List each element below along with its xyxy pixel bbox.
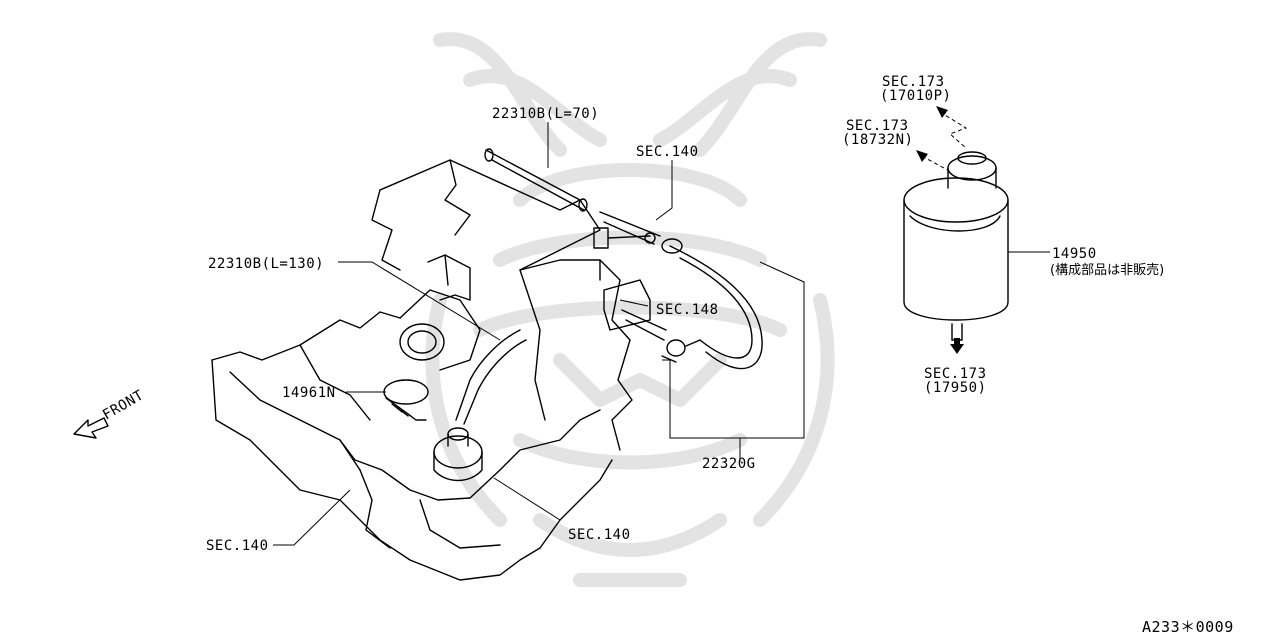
- arrow-18732n-icon: [916, 150, 928, 162]
- figure-code: A233＊0009: [1142, 618, 1234, 636]
- front-arrow-icon: [73, 417, 109, 439]
- hose-l70: [484, 148, 588, 212]
- label-sec140-low: SEC.140: [206, 538, 269, 554]
- label-sec148: SEC.148: [656, 302, 719, 318]
- sec148-valve: [603, 279, 667, 341]
- label-sec173-a-part: (17010P): [880, 88, 951, 104]
- label-sec173-b: SEC.173: [846, 118, 909, 134]
- label-hose-set: 22320G: [702, 456, 756, 472]
- clamp-14961n: [383, 379, 429, 421]
- leader-lines: [273, 122, 1050, 546]
- arrow-17010p-icon: [936, 106, 948, 118]
- label-sec173-c-part: (17950): [924, 380, 987, 396]
- label-hose-l70: 22310B(L=70): [492, 106, 599, 122]
- label-sec173-a: SEC.173: [882, 74, 945, 90]
- arrow-17950-icon: [950, 338, 964, 354]
- label-canister: 14950: [1052, 246, 1097, 262]
- canister-14950: [903, 151, 1009, 341]
- pipe-fitting: [593, 211, 661, 249]
- front-label: FRONT: [100, 387, 147, 423]
- label-sec140-mid: SEC.140: [568, 527, 631, 543]
- label-sec140-top: SEC.140: [636, 144, 699, 160]
- label-sec173-b-part: (18732N): [842, 132, 913, 148]
- label-hose-l130: 22310B(L=130): [208, 256, 324, 272]
- hose-l130: [455, 329, 527, 425]
- label-clamp: 14961N: [282, 385, 336, 401]
- hose-22320g: [661, 238, 763, 370]
- label-sec173-c: SEC.173: [924, 366, 987, 382]
- label-canister-note: (構成部品は非販売): [1050, 262, 1164, 278]
